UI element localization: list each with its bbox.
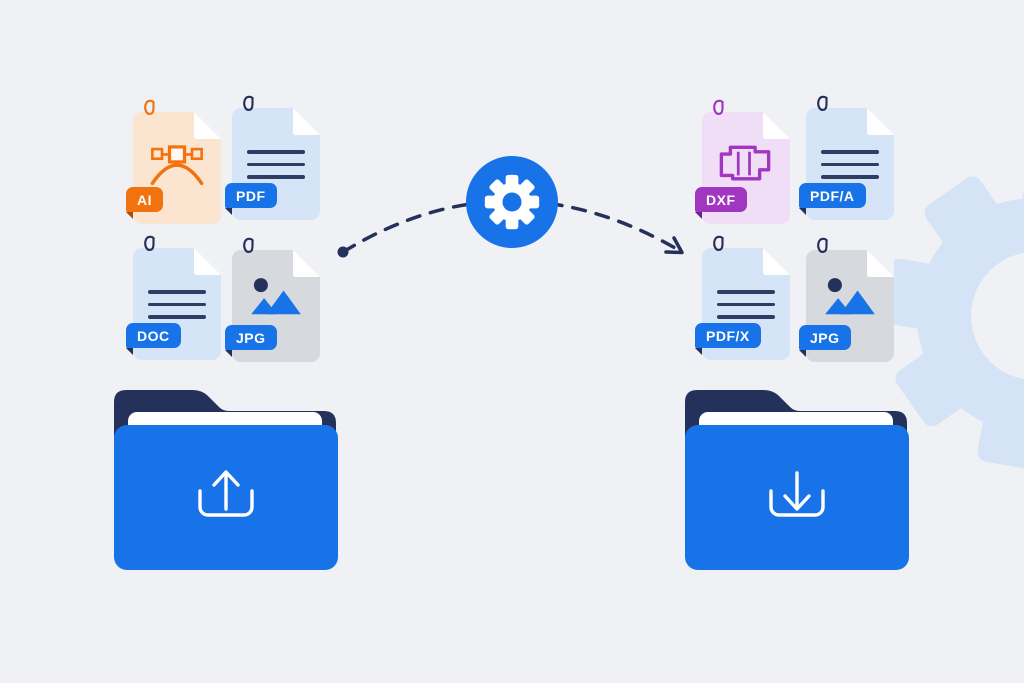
file-type-badge: DXF	[695, 187, 747, 219]
conversion-gear-badge	[466, 156, 558, 248]
document-text-lines	[247, 150, 305, 188]
download-folder	[683, 385, 911, 572]
file-type-badge: JPG	[799, 325, 851, 357]
file-card-pdfx: PDF/X	[695, 235, 790, 360]
badge-ribbon-tail	[695, 348, 702, 355]
upload-folder	[112, 385, 340, 572]
paperclip-icon	[817, 237, 828, 253]
file-type-badge: PDF	[225, 183, 277, 215]
image-icon	[825, 278, 875, 315]
paperclip-icon	[144, 99, 155, 115]
file-type-label: PDF/A	[810, 187, 855, 204]
paperclip-icon	[817, 95, 828, 111]
background-gear-icon	[881, 162, 1024, 470]
file-card-jpg-output: JPG	[799, 237, 894, 362]
file-card-jpg-source: JPG	[225, 237, 320, 362]
paperclip-icon	[713, 235, 724, 251]
badge-ribbon-tail	[799, 208, 806, 215]
document-text-lines	[821, 150, 879, 188]
badge-ribbon-tail	[225, 208, 232, 215]
file-type-badge: DOC	[126, 323, 181, 355]
badge-ribbon-tail	[695, 212, 702, 219]
file-type-label: DXF	[706, 191, 736, 208]
file-card-doc: DOC	[126, 235, 221, 360]
file-type-badge: PDF/X	[695, 323, 761, 355]
cad-outline-icon	[719, 145, 771, 181]
file-card-dxf: DXF	[695, 99, 790, 224]
file-type-label: JPG	[810, 329, 840, 346]
file-card-pdf: PDF	[225, 95, 320, 220]
arrow-head-icon	[664, 236, 684, 255]
paperclip-icon	[713, 99, 724, 115]
badge-ribbon-tail	[126, 212, 133, 219]
file-type-label: DOC	[137, 327, 170, 344]
file-type-label: JPG	[236, 329, 266, 346]
vector-bezier-icon	[150, 145, 204, 186]
file-type-label: AI	[137, 191, 152, 208]
paperclip-icon	[144, 235, 155, 251]
document-text-lines	[148, 290, 206, 328]
paperclip-icon	[243, 237, 254, 253]
file-card-pdfa: PDF/A	[799, 95, 894, 220]
download-icon	[769, 471, 825, 517]
document-text-lines	[717, 290, 775, 328]
file-card-ai: AI	[126, 99, 221, 224]
badge-ribbon-tail	[126, 348, 133, 355]
image-icon	[251, 278, 301, 315]
file-type-badge: AI	[126, 187, 163, 219]
file-type-badge: JPG	[225, 325, 277, 357]
upload-icon	[198, 470, 254, 517]
paperclip-icon	[243, 95, 254, 111]
file-type-badge: PDF/A	[799, 183, 866, 215]
badge-ribbon-tail	[799, 350, 806, 357]
gear-icon	[484, 174, 540, 230]
file-type-label: PDF/X	[706, 327, 750, 344]
arrow-start-dot	[337, 246, 349, 258]
file-type-label: PDF	[236, 187, 266, 204]
badge-ribbon-tail	[225, 350, 232, 357]
